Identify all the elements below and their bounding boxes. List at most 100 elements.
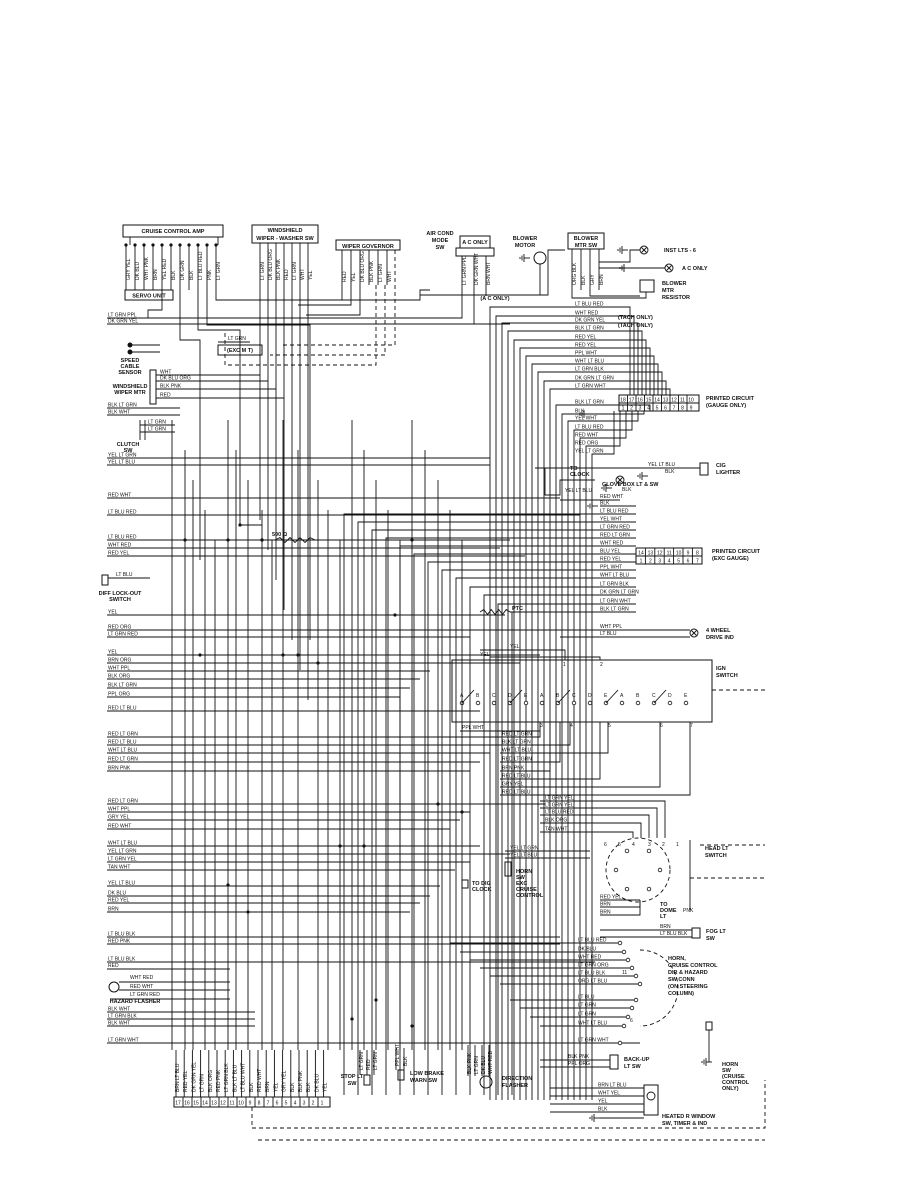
wire-label: LT GRN WHT [578,1038,609,1044]
wire-label: BLK PNK [298,1070,304,1092]
horn-cruise-label: CONTROL [722,1080,750,1086]
exc-gauge-wire [357,521,600,1095]
pin-label: 14 [202,1101,208,1107]
wire-label: LT GRN BLK [108,1014,137,1020]
wire-label: LT BLU [578,995,595,1001]
ign-wire [500,722,601,780]
pin-label: 4 [668,559,671,565]
ign-switch-blade [461,689,475,704]
ign-wire [500,722,561,763]
speed-sensor-icon [127,342,133,348]
wire-label: BLK [575,409,585,415]
wire-label: DK BLU ORG [360,251,366,282]
pin-label: 5 [618,842,621,848]
wire-label: WHT LT BLU [108,841,138,847]
ign-wire [500,722,609,754]
wire-label: RED [342,271,348,282]
ign-terminal-label: 1 [563,662,566,668]
wire-label: GRY [590,274,596,285]
pin-label: 2 [649,559,652,565]
windshield-switch-label: WINDSHIELD [268,228,303,234]
connector-pin-dot [160,243,164,247]
ign-terminal-label: 4 [570,723,573,729]
wire-label: RED [284,269,290,280]
splice-dot [316,661,320,665]
pin-label: 17 [629,398,635,404]
wire-label: DK BLU [314,1074,320,1092]
ign-contact [523,700,529,706]
wire-label: LT BLU [600,631,617,637]
splice-dot [410,538,414,542]
wire-label: LT GRN [148,420,166,426]
wire-label: BRN [108,907,119,913]
speed-sensor-icon [127,349,133,355]
horn-connector-label: CRUISE CONTROL [668,963,718,969]
wire-label: YEL LT BLU [565,488,593,494]
hazard-flasher-icon [108,981,120,993]
wire-label: BRN LT BLU [598,1083,627,1089]
direction-flasher-icon [479,1075,493,1089]
wire-label: LT GRN [578,1012,596,1018]
wire-label: WHT LT BLU [578,1021,608,1027]
governor-dashed-wire [270,285,386,356]
wire-label: LT GRN [228,336,246,342]
gauge-wire [519,347,651,1100]
ac-mode-wire [107,296,475,325]
cruise-amp-wire [215,289,430,301]
wire-label: LT GRN WHT [575,384,606,390]
wire-label: RED ORG [575,441,598,447]
wire-label: RED WHT [600,494,623,500]
horn-switch-cruise [705,1021,713,1031]
wire-label: GRY YEL [282,1070,288,1092]
gauge-wire [573,411,633,1100]
back-up-label: BACK-UP [624,1057,650,1063]
pin-label: 4 [632,842,635,848]
exc-gauge-wire [483,594,600,1095]
pin-label: 9 [249,1101,252,1107]
wire-label: RED YEL [108,898,130,904]
diff-lockout-switch [101,574,109,586]
wire-label: TAN WHT [108,865,130,871]
cruise-control-amp [122,224,224,238]
wire-label: RED YEL [183,1070,189,1092]
ign-wire [500,722,691,796]
pin-label: 11 [229,1101,234,1107]
ignition-switch [451,659,713,723]
wire-label: YEL LT GRN [510,846,539,852]
wire-label: BLK [665,469,675,475]
wire-label: WHT RED [488,1050,494,1074]
ign-terminal-label: 2 [600,662,603,668]
blower-motor-icon [533,251,547,265]
ign-position-label: E [524,693,528,699]
wire-label: PPL ORG [568,1061,590,1067]
gauge-wire [525,355,655,1100]
servo-unit-label: SERVO UNIT [132,294,166,300]
cruise-amp-wire [179,290,201,560]
pin-label: 2 [662,842,665,848]
wire-label: BRN PNK [108,766,131,772]
wire-label: LT GRN WHT [108,1038,139,1044]
pin-label: 14 [654,398,660,404]
blower-resistor-label: MTR [662,288,674,294]
head-light-contact [624,848,630,854]
wire-label: BLK LT GRN [502,740,531,746]
pin-label: 10 [238,1101,244,1107]
wire-label: LT GRN [378,264,384,282]
ign-contact [571,700,577,706]
wire-label: BLK PNK [467,1052,473,1074]
ac-only-bulb-icon [666,265,672,271]
wire-label: LT BLU [116,572,133,578]
pin-label: 12 [220,1101,226,1107]
head-light-wire [540,822,642,838]
gauge-wire [591,411,615,1100]
wire-label: WHT RED [600,541,624,547]
horn-cruise-label: (CRUISE [722,1074,745,1080]
pin-label: 11 [680,398,685,404]
wire-label: BLK ORG [108,674,130,680]
horn-connector-pin [617,1040,623,1046]
connector-pin-dot [205,243,209,247]
wire-label: LT GRN BLK [224,1063,230,1092]
wire-label: PPL WHT [575,351,597,357]
pin-label: 1 [640,559,643,565]
wire-label: DK GRN YEL [575,318,605,324]
